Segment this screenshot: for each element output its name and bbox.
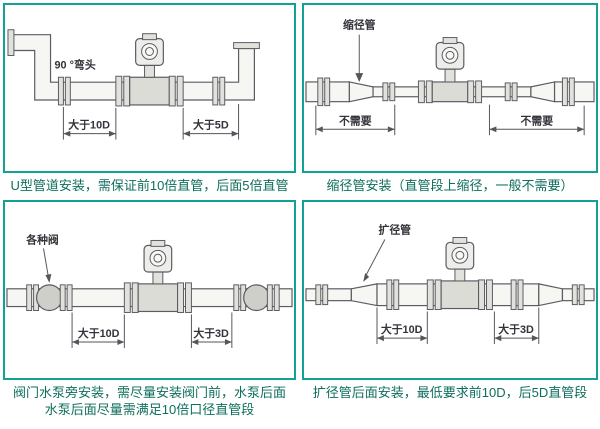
expander-caption: 扩径管后面安装，最低要求前10D，后5D直管段 bbox=[312, 384, 588, 400]
reducer-label: 缩径管 bbox=[343, 18, 376, 32]
expander-label: 扩径管 bbox=[378, 223, 411, 237]
riser-flange bbox=[233, 42, 260, 50]
flowmeter bbox=[115, 33, 184, 107]
meter-body bbox=[440, 280, 480, 310]
dim-before-label: 大于10D bbox=[78, 326, 120, 340]
elbow-label: 90 °弯头 bbox=[54, 57, 95, 71]
pipe-run bbox=[305, 279, 595, 311]
transmitter-cap bbox=[452, 237, 468, 245]
dim-before-label: 大于10D bbox=[381, 322, 423, 336]
u-pipe-diagram-frame: 90 °弯头 大于10D bbox=[3, 3, 296, 174]
cell-expander: 扩径管 大于10D bbox=[302, 200, 598, 420]
dimension-after: 不需要 bbox=[488, 104, 585, 136]
dim-after-label: 大于5D bbox=[193, 118, 229, 132]
expander-diagram-frame: 扩径管 大于10D bbox=[302, 200, 598, 380]
valve-caption: 阀门水泵旁安装，需尽量安装阀门前，水泵后面 水泵后面尽量需满足10倍口径直管段 bbox=[3, 380, 296, 420]
transmitter-neck bbox=[152, 271, 164, 285]
valve-diagram-frame: 各种阀 大于10D bbox=[3, 200, 296, 380]
expander-diagram: 扩径管 大于10D bbox=[305, 223, 595, 345]
pipe-run bbox=[7, 29, 260, 106]
reducer-caption: 缩径管安装（直管段上缩径，一般不需要） bbox=[326, 177, 574, 193]
transmitter-cap bbox=[142, 33, 157, 41]
reducer-diagram-frame: 缩径管 不需要 bbox=[302, 3, 598, 173]
dimension-after: 大于5D bbox=[182, 103, 240, 140]
transmitter-neck bbox=[144, 64, 155, 78]
u-pipe-diagram: 90 °弯头 大于10D bbox=[7, 29, 260, 140]
dimension-after: 大于3D bbox=[493, 307, 540, 345]
dimension-before: 不需要 bbox=[315, 104, 396, 136]
valve-right bbox=[243, 284, 270, 312]
panel-grid: 90 °弯头 大于10D bbox=[3, 3, 598, 420]
transmitter-cap bbox=[150, 240, 166, 248]
note-before-label: 不需要 bbox=[339, 114, 372, 127]
reducer-diagram: 缩径管 不需要 bbox=[305, 18, 595, 136]
dim-after-label: 大于3D bbox=[498, 322, 534, 336]
valve-left bbox=[35, 284, 63, 312]
cell-u-pipe: 90 °弯头 大于10D bbox=[3, 3, 296, 196]
transmitter-neck bbox=[454, 268, 466, 282]
reducer-cone-left bbox=[348, 81, 374, 103]
valve-caption-line1: 阀门水泵旁安装，需尽量安装阀门前，水泵后面 bbox=[12, 384, 286, 400]
dimension-after: 大于3D bbox=[190, 312, 233, 349]
expander-cone-left bbox=[350, 283, 378, 307]
dim-after-label: 大于3D bbox=[193, 326, 229, 340]
dimension-before: 大于10D bbox=[376, 307, 428, 345]
dimension-before: 大于10D bbox=[71, 312, 125, 349]
end-flange bbox=[7, 29, 15, 56]
meter-body bbox=[137, 283, 179, 313]
flowmeter bbox=[426, 237, 493, 311]
cell-reducer: 缩径管 不需要 bbox=[302, 3, 598, 196]
meter-body bbox=[129, 76, 170, 106]
valve-caption-line2: 水泵后面尽量需满足10倍口径直管段 bbox=[44, 401, 255, 417]
valve-diagram: 各种阀 大于10D bbox=[6, 233, 293, 349]
part-callout: 缩径管 bbox=[343, 18, 376, 82]
valve-label: 各种阀 bbox=[25, 233, 59, 247]
note-after-label: 不需要 bbox=[521, 114, 554, 127]
transmitter-cap bbox=[442, 37, 458, 44]
dimension-before: 大于10D bbox=[62, 106, 117, 140]
flowmeter bbox=[417, 37, 483, 104]
meter-body bbox=[431, 81, 469, 103]
part-callout: 各种阀 bbox=[25, 233, 59, 284]
transmitter-neck bbox=[444, 68, 456, 83]
expander-cone-right bbox=[538, 283, 564, 307]
cell-valve-pump: 各种阀 大于10D bbox=[3, 200, 296, 420]
reducer-cone-right bbox=[530, 81, 556, 103]
part-callout: 扩径管 bbox=[363, 223, 411, 283]
dim-before-label: 大于10D bbox=[68, 118, 110, 132]
flowmeter bbox=[123, 240, 192, 314]
u-pipe-caption: U型管道安装，需保证前10倍直管，后面5倍直管 bbox=[10, 178, 289, 194]
